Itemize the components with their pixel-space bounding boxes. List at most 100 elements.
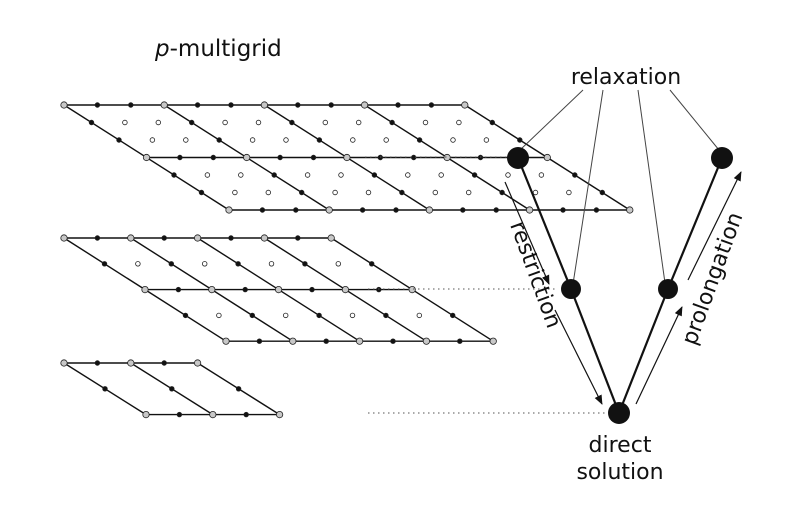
grid-interior-node <box>183 137 189 143</box>
grid-edge-node <box>210 154 216 161</box>
grid-edge-node <box>259 207 266 213</box>
grid-vertex-node <box>141 285 149 294</box>
grid-interior-node <box>438 172 444 178</box>
grid-edge-node <box>161 360 167 366</box>
direct-solution-label-line2: solution <box>576 460 663 485</box>
coarse-grid <box>60 359 284 419</box>
grid-vertex-node <box>60 234 68 242</box>
grid-interior-node <box>149 137 156 143</box>
direct-solution-label-line1: direct <box>589 433 652 458</box>
grid-vertex-node <box>60 101 68 109</box>
grid-interior-node <box>265 189 271 196</box>
node-fine-right <box>711 147 733 169</box>
grid-interior-node <box>349 312 356 319</box>
grid-edge-node <box>399 189 405 196</box>
grid-interior-node <box>283 312 289 319</box>
title-prefix: p <box>154 36 170 62</box>
grid-vertex-node <box>127 359 135 367</box>
grid-edge-node <box>242 286 248 293</box>
leader-fine-right <box>669 89 720 151</box>
grid-edge-node <box>235 261 241 267</box>
grid-edge-node <box>323 338 329 344</box>
leader-medium-left <box>572 89 604 285</box>
grid-interior-node <box>422 119 429 126</box>
restriction-arrow-lower <box>554 309 603 405</box>
grid-interior-node <box>466 189 472 196</box>
grid-edge-node <box>168 261 174 267</box>
grid-vertex-node <box>408 285 416 294</box>
grid-interior-node <box>338 172 344 178</box>
grid-vertex-node <box>489 337 497 345</box>
grid-edge-node <box>517 137 523 143</box>
grid-interior-node <box>135 261 141 267</box>
node-coarse <box>608 402 630 424</box>
grid-vertex-node <box>626 206 634 214</box>
grid-edge-node <box>228 235 234 241</box>
grid-edge-node <box>393 207 399 213</box>
grid-edge-node <box>295 235 301 241</box>
grid-edge-node <box>428 102 435 108</box>
grid-interior-node <box>432 189 438 196</box>
grid-edge-node <box>493 207 499 213</box>
grid-interior-node <box>538 172 545 178</box>
grid-edge-node <box>177 154 183 161</box>
grid-edge-node <box>450 312 456 319</box>
grid-edge-node <box>328 102 334 108</box>
grid-interior-node <box>450 137 456 143</box>
grid-edge-node <box>371 172 378 178</box>
relaxation-label: relaxation <box>571 65 681 90</box>
grid-interior-node <box>283 137 289 143</box>
grid-interior-node <box>356 119 362 126</box>
v-edge-coarse-medium-right <box>617 288 670 414</box>
level-connectors <box>365 156 606 414</box>
grid-edge-node <box>309 286 315 293</box>
diagram-title: p-multigrid <box>154 36 282 62</box>
grid-vertex-node <box>543 153 551 162</box>
grid-interior-node <box>232 189 238 196</box>
grid-vertex-node <box>208 285 216 294</box>
grid-edge-node <box>457 338 463 344</box>
grid-vertex-node <box>222 337 230 345</box>
grid-edge-node <box>249 312 255 319</box>
grid-edge-node <box>94 235 101 241</box>
prolongation-arrow-lower <box>635 306 683 405</box>
node-medium-left <box>561 279 581 299</box>
grid-edge-node <box>194 102 201 108</box>
grid-interior-node <box>483 137 490 143</box>
grid-interior-node <box>416 312 422 319</box>
grid-vertex-node <box>60 359 68 367</box>
grid-edge-node <box>359 207 366 213</box>
grid-edge-node <box>389 119 395 126</box>
grid-edge-node <box>599 189 605 196</box>
grid-interior-node <box>383 137 389 143</box>
fine-grid <box>60 101 634 214</box>
v-cycle-nodes <box>507 147 733 424</box>
grid-edge-node <box>235 386 242 392</box>
grid-edge-node <box>171 172 177 178</box>
grid-edge-node <box>416 137 423 143</box>
grid-vertex-node <box>525 206 534 214</box>
v-edge-medium-coarse-left <box>569 288 621 414</box>
grid-interior-node <box>255 119 262 126</box>
grid-vertex-node <box>142 410 150 419</box>
grid-vertex-node <box>142 153 151 162</box>
grid-edge-node <box>176 411 183 418</box>
grid-interior-node <box>505 172 511 178</box>
leader-fine-left <box>519 89 584 151</box>
grid-interior-node <box>332 189 338 196</box>
grid-vertex-node <box>360 101 369 109</box>
grid-vertex-node <box>275 410 284 419</box>
grid-edge-node <box>116 137 122 143</box>
grid-edge-node <box>128 102 134 108</box>
grid-vertex-node <box>425 206 433 214</box>
grid-edge-node <box>243 411 249 418</box>
grid-edge-node <box>560 207 566 213</box>
grid-edge-node <box>489 119 495 126</box>
restriction-arrow-upper <box>504 181 550 285</box>
grid-interior-node <box>405 172 411 178</box>
grid-edge-node <box>471 172 478 178</box>
relaxation-leaders <box>519 89 720 285</box>
grid-vertex-node <box>327 234 335 242</box>
